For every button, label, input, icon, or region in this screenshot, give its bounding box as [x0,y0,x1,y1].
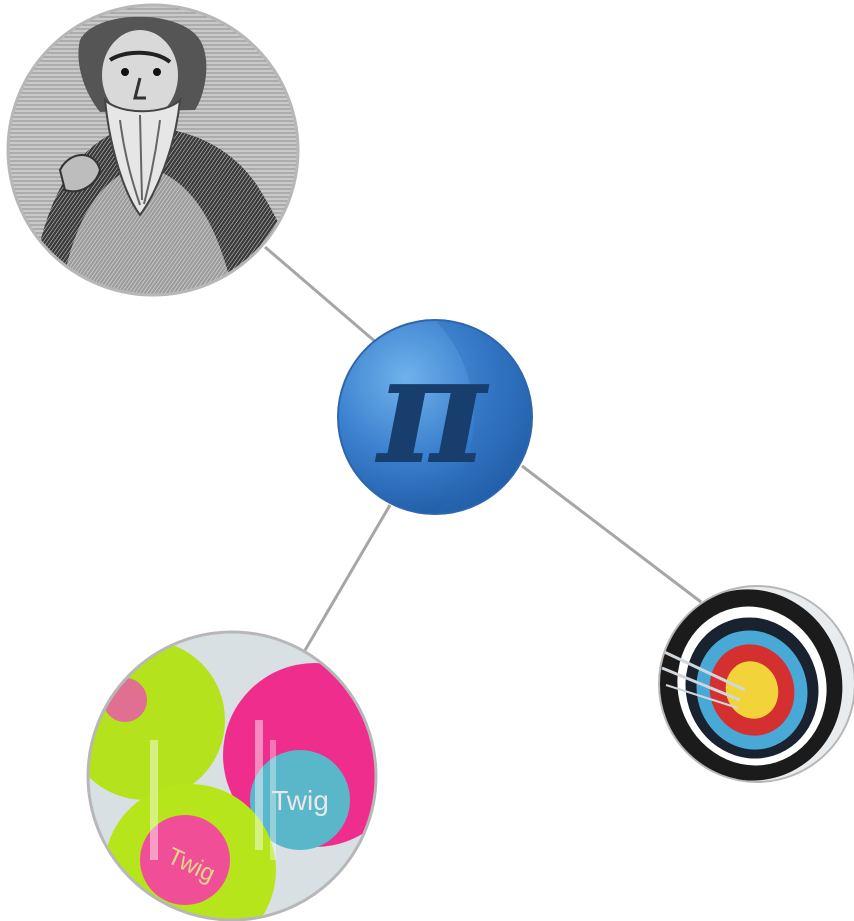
portrait-node[interactable] [0,0,310,310]
engraved-portrait-icon [0,0,310,310]
archery-target-icon [633,565,854,804]
colored-balls-icon: Twig Twig [65,630,407,921]
connector-line-target [522,466,701,602]
ball-label-1: Twig [271,785,329,816]
target-node[interactable] [633,565,854,804]
pi-center-node[interactable]: π [338,320,532,514]
balls-node[interactable]: Twig Twig [65,630,407,921]
connector-line-portrait [265,247,378,344]
connector-line-balls [304,505,390,652]
pi-symbol-icon: π [374,322,490,498]
